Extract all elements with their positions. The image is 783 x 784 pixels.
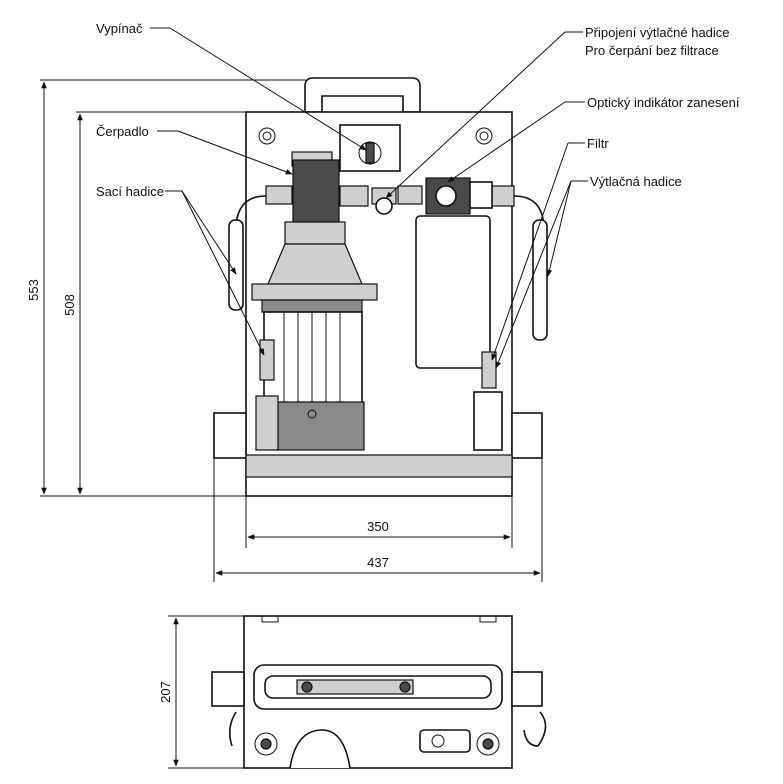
label-connection-2: Pro čerpání bez filtrace <box>585 43 719 58</box>
label-discharge-hose: Výtlačná hadice <box>590 174 682 189</box>
dim-frame-height: 508 <box>62 294 77 316</box>
dim-frame-width: 350 <box>367 519 389 534</box>
filter <box>415 177 493 369</box>
label-switch: Vypínač <box>96 21 143 36</box>
front-view <box>213 77 548 497</box>
top-dimensions: 207 <box>158 615 244 769</box>
pump <box>251 151 378 451</box>
dim-total-height: 553 <box>26 279 41 301</box>
fittings <box>265 185 515 215</box>
label-connection-1: Připojení výtlačné hadice <box>585 25 730 40</box>
label-indicator: Optický indikátor zanesení <box>587 95 740 110</box>
front-dimensions: 553 508 350 437 <box>26 79 543 582</box>
label-suction-hoses: Sací hadice <box>96 184 164 199</box>
label-pump: Čerpadlo <box>96 124 149 139</box>
dim-depth: 207 <box>158 681 173 703</box>
top-view <box>211 615 547 769</box>
callouts: Vypínač Připojení výtlačné hadice Pro če… <box>96 21 740 369</box>
label-filter: Filtr <box>587 136 609 151</box>
dim-total-width: 437 <box>367 555 389 570</box>
